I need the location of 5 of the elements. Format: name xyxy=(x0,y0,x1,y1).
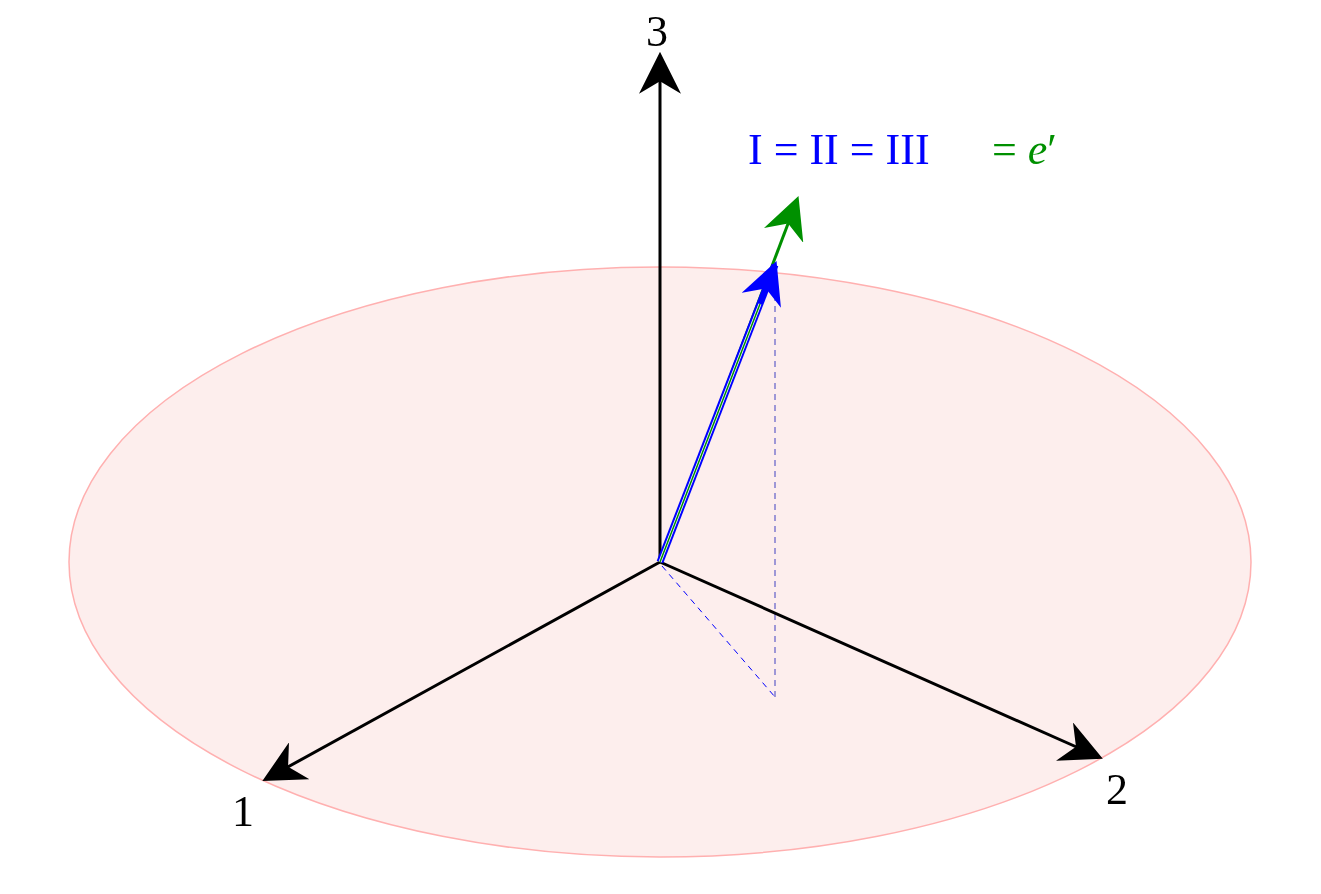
axis-label: 1 xyxy=(232,790,254,834)
axis-label: 2 xyxy=(1106,768,1128,812)
vector-label: I = II = III xyxy=(748,128,930,172)
vector-label: = e′ xyxy=(992,128,1057,172)
axis-label: 3 xyxy=(646,10,668,54)
